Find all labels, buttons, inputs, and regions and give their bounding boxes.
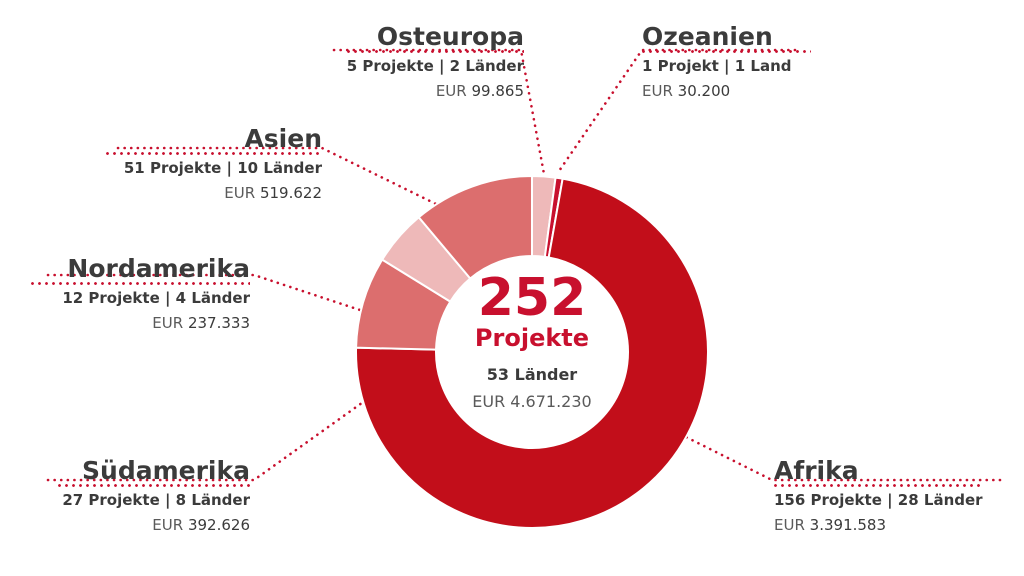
- leader-line: [332, 48, 546, 176]
- leader-line: [116, 146, 438, 206]
- leader-line: [46, 273, 368, 314]
- region-name: Osteuropa: [346, 24, 524, 53]
- total-countries: 53 Länder: [486, 365, 578, 384]
- label-osteuropa: Osteuropa 5 Projekte | 2 Länder EUR 99.8…: [346, 24, 524, 100]
- region-amount: EUR 3.391.583: [774, 516, 887, 534]
- region-amount: EUR 392.626: [152, 516, 250, 534]
- label-suedamerika: Südamerika 27 Projekte | 8 Länder EUR 39…: [58, 458, 250, 533]
- region-amount: EUR 99.865: [435, 82, 524, 100]
- center-summary: 252 Projekte 53 Länder EUR 4.671.230: [432, 272, 632, 411]
- region-projects: 27 Projekte | 8 Länder: [62, 491, 250, 509]
- region-name: Asien: [106, 126, 322, 155]
- region-projects: 1 Projekt | 1 Land: [642, 57, 792, 75]
- total-amount: EUR 4.671.230: [472, 392, 592, 411]
- slice-asien: [417, 174, 533, 280]
- region-projects: 51 Projekte | 10 Länder: [123, 159, 322, 177]
- region-name: Ozeanien: [642, 24, 811, 53]
- region-name: Nordamerika: [31, 256, 250, 285]
- label-ozeanien: Ozeanien 1 Projekt | 1 Land EUR 30.200: [642, 24, 811, 99]
- region-name: Afrika: [774, 458, 983, 487]
- total-projects-number: 252: [477, 268, 587, 328]
- slice-afrika: [355, 177, 709, 529]
- donut-slices: [355, 174, 709, 529]
- region-projects: 12 Projekte | 4 Länder: [62, 289, 250, 307]
- region-projects: 5 Projekte | 2 Länder: [346, 57, 524, 75]
- region-amount: EUR 519.622: [224, 184, 322, 202]
- region-name: Südamerika: [58, 458, 250, 487]
- region-amount: EUR 237.333: [152, 314, 250, 332]
- leader-line: [46, 398, 368, 482]
- label-asien: Asien 51 Projekte | 10 Länder EUR 519.62…: [106, 126, 322, 201]
- total-projects-label: Projekte: [474, 324, 590, 352]
- region-amount: EUR 30.200: [642, 82, 731, 100]
- label-afrika: Afrika 156 Projekte | 28 Länder EUR 3.39…: [774, 458, 983, 533]
- label-nordamerika: Nordamerika 12 Projekte | 4 Länder EUR 2…: [31, 256, 250, 331]
- region-projects: 156 Projekte | 28 Länder: [774, 491, 983, 509]
